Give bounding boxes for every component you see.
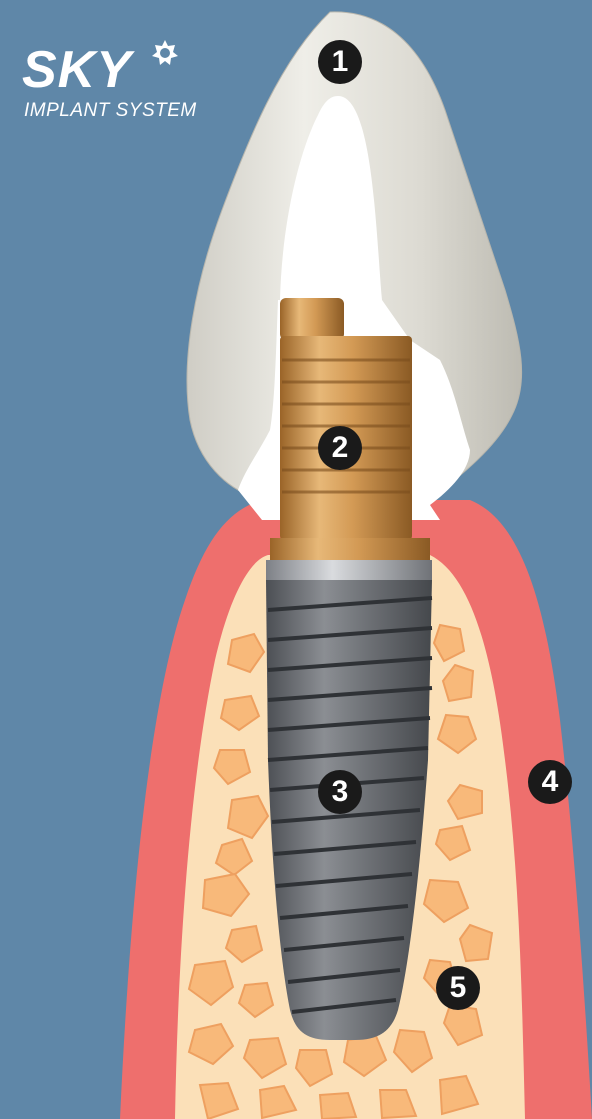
marker-gum: 4 <box>528 760 572 804</box>
marker-crown: 1 <box>318 40 362 84</box>
marker-abutment: 2 <box>318 426 362 470</box>
marker-bone: 5 <box>436 966 480 1010</box>
logo-title: SKY <box>22 44 132 96</box>
sky-implant-logo: SKY IMPLANT SYSTEM <box>22 44 197 122</box>
star-ring-icon <box>150 38 180 68</box>
logo-subtitle: IMPLANT SYSTEM <box>24 100 197 122</box>
marker-implant: 3 <box>318 770 362 814</box>
